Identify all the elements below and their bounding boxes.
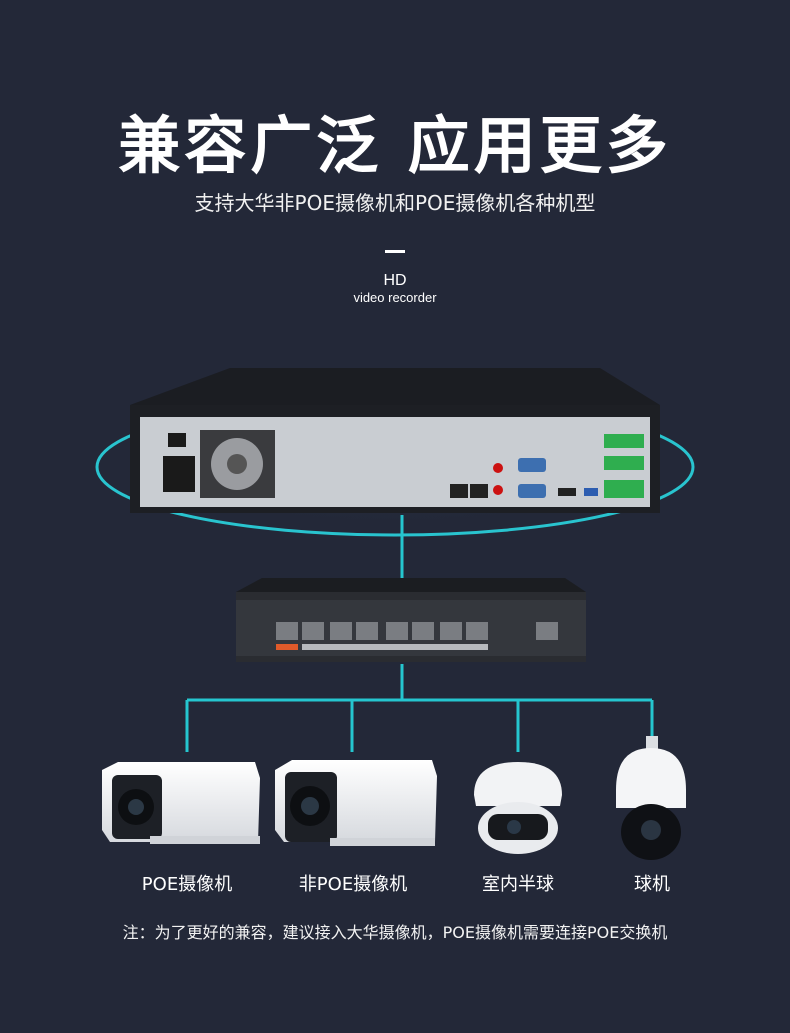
- lan-port-icon: [450, 484, 468, 498]
- usb-port-icon: [584, 488, 598, 496]
- bullet-camera-icon: [275, 760, 437, 846]
- hd-label: HD: [383, 272, 407, 289]
- video-recorder-label: video recorder: [353, 290, 437, 305]
- power-socket-icon: [163, 456, 195, 492]
- nvr-recorder: [130, 368, 660, 513]
- alarm-terminal-icon: [604, 434, 644, 448]
- page-title: 兼容广泛 应用更多: [118, 109, 672, 182]
- alarm-terminal-icon: [604, 456, 644, 470]
- fan-icon: [200, 430, 275, 498]
- connector-lines: [185, 515, 654, 752]
- bullet-camera-icon: [102, 762, 260, 844]
- compatibility-note: 注：为了更好的兼容，建议接入大华摄像机，POE摄像机需要连接POE交换机: [122, 923, 668, 942]
- divider-dash: [385, 250, 405, 253]
- vga-port-icon: [518, 484, 546, 498]
- audio-port-icon: [493, 463, 503, 473]
- camera-label-dome: 室内半球: [482, 874, 554, 895]
- page-subtitle: 支持大华非POE摄像机和POE摄像机各种机型: [194, 191, 596, 215]
- switch-port-label-strip: [302, 644, 488, 650]
- camera-label-poe: POE摄像机: [141, 874, 233, 895]
- lan-port-icon: [470, 484, 488, 498]
- audio-port-icon: [493, 485, 503, 495]
- hdmi-port-icon: [558, 488, 576, 496]
- power-switch-icon: [168, 433, 186, 447]
- dome-camera-icon: [474, 762, 562, 854]
- camera-label-non-poe: 非POE摄像机: [298, 874, 408, 895]
- poe-switch: [236, 578, 586, 662]
- rs232-port-icon: [518, 458, 546, 472]
- alarm-terminal-icon: [604, 480, 644, 498]
- switch-port-group: [276, 622, 558, 640]
- camera-label-ptz: 球机: [634, 874, 670, 895]
- ptz-camera-icon: [616, 736, 686, 860]
